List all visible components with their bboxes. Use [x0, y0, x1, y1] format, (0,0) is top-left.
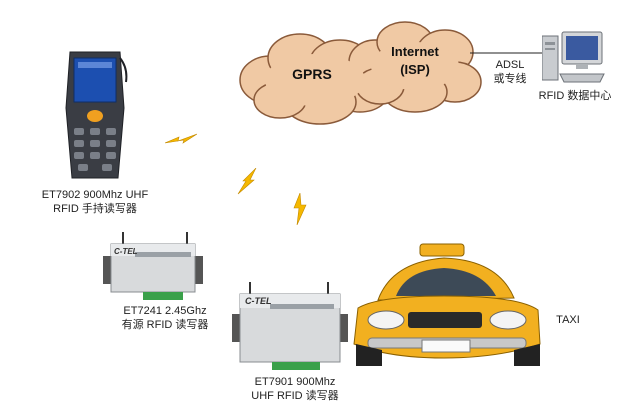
wireless-bolt-icon-3	[293, 193, 307, 225]
internet-label: Internet	[391, 44, 439, 59]
taxi-icon	[353, 243, 541, 366]
active-reader-brand: C-TEL	[114, 247, 138, 256]
active-reader-label-model: ET7241 2.45Ghz	[123, 305, 207, 317]
taxi-label: TAXI	[556, 314, 580, 326]
uhf-reader-label-model: ET7901 900Mhz	[254, 376, 336, 388]
network-clouds	[239, 21, 482, 125]
data-center-computer-icon	[542, 31, 605, 83]
handheld-reader-icon	[65, 51, 128, 179]
handheld-label-model: ET7902 900Mhz UHF	[41, 189, 149, 201]
wireless-bolt-icon-2	[237, 168, 257, 195]
isp-label: (ISP)	[400, 62, 430, 77]
adsl-label: ADSL	[495, 59, 525, 71]
uhf-reader-icon	[232, 282, 348, 370]
handheld-label-type: RFID 手持读写器	[53, 203, 137, 215]
adsl-link-line	[470, 52, 550, 54]
wireless-bolt-icon-1	[165, 133, 197, 144]
data-center-label: RFID 数据中心	[538, 90, 612, 102]
adsl-or-dedicated-label: 或专线	[493, 73, 527, 85]
uhf-reader-brand: C-TEL	[245, 296, 272, 306]
gprs-label: GPRS	[292, 66, 332, 82]
uhf-reader-label-type: UHF RFID 读写器	[251, 390, 339, 402]
active-reader-icon	[103, 232, 203, 300]
active-reader-label-type: 有源 RFID 读写器	[121, 319, 209, 331]
